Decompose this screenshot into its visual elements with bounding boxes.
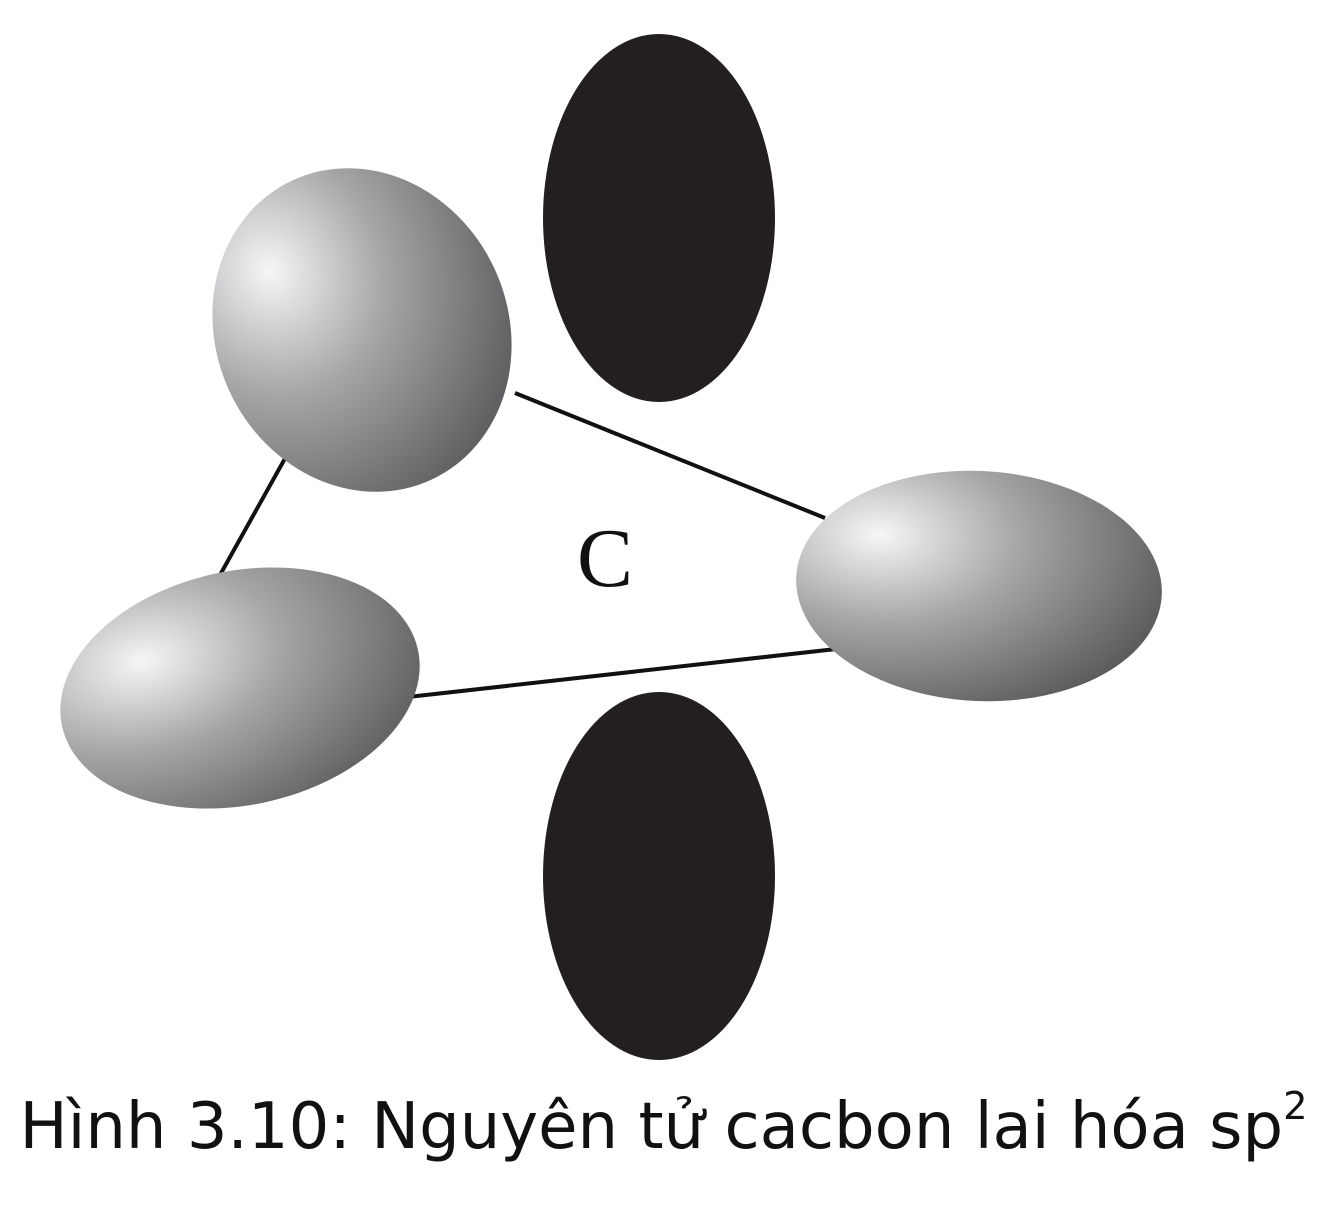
figure-caption-superscript: 2 (1283, 1084, 1308, 1130)
sp2-orbital-right (796, 470, 1162, 702)
p-orbital-top-lobe (543, 34, 775, 402)
sp2-orbital-top-left (212, 168, 512, 492)
carbon-atom-label: C (577, 512, 633, 605)
sp2-carbon-diagram: C (60, 34, 1162, 1060)
bond-line-top-left-to-right (514, 391, 826, 520)
sp2-orbital-bottom-left (60, 567, 420, 809)
figure-caption-text: Hình 3.10: Nguyên tử cacbon lai hóa sp (19, 1090, 1284, 1164)
bond-line-bottom-left-to-right (407, 646, 846, 699)
figure-caption: Hình 3.10: Nguyên tử cacbon lai hóa sp2 (0, 1088, 1327, 1164)
p-orbital-bottom-lobe (543, 692, 775, 1060)
